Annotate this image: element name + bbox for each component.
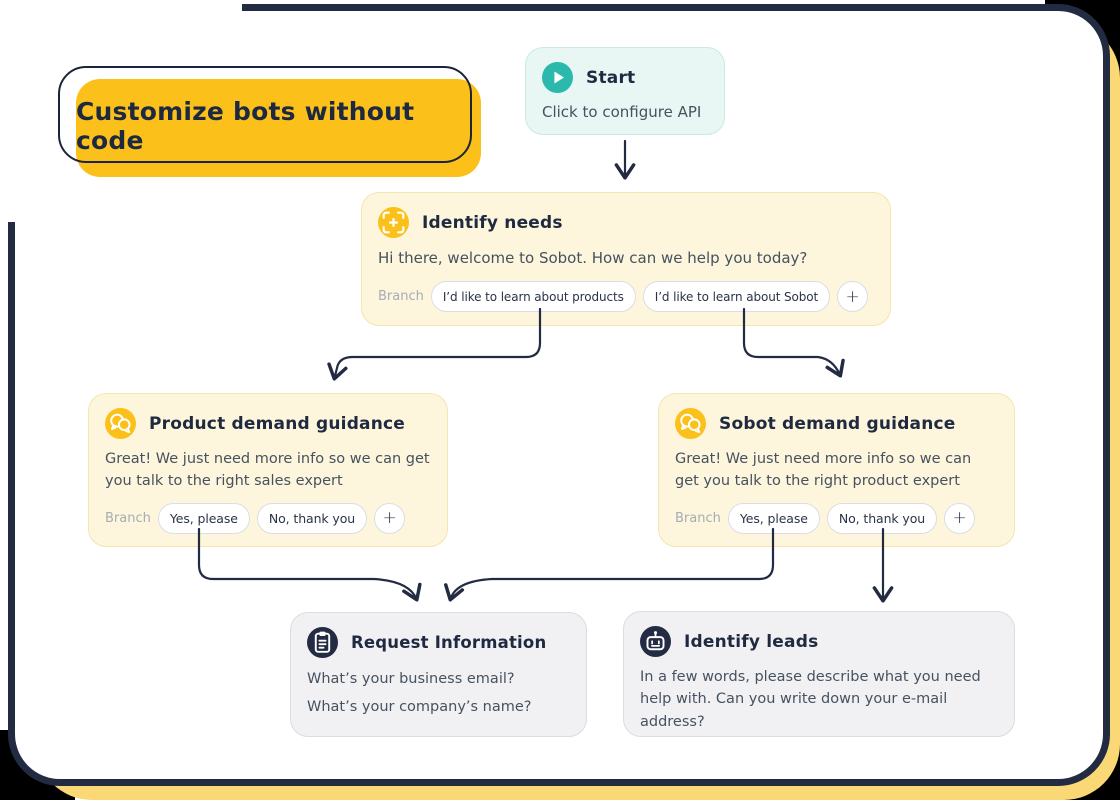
clipboard-icon <box>307 627 338 658</box>
node-sobot-guidance-title: Sobot demand guidance <box>719 413 956 434</box>
scan-focus-icon <box>378 207 409 238</box>
play-icon <box>542 62 573 93</box>
banner-title: Customize bots without code <box>76 97 415 155</box>
node-product-guidance[interactable]: Product demand guidance Great! We just n… <box>88 393 448 547</box>
node-identify-needs-title: Identify needs <box>422 212 563 233</box>
branch-option-learn-sobot[interactable]: I’d like to learn about Sobot <box>642 281 831 313</box>
branch-option-no-thank-you[interactable]: No, thank you <box>826 502 938 534</box>
branch-option-learn-products[interactable]: I’d like to learn about products <box>430 281 636 313</box>
chat-bubbles-icon <box>675 408 706 439</box>
chat-bubbles-icon <box>105 408 136 439</box>
node-start-title: Start <box>586 67 636 88</box>
node-identify-leads[interactable]: Identify leads In a few words, please de… <box>623 611 1015 737</box>
node-identify-needs[interactable]: Identify needs Hi there, welcome to Sobo… <box>361 192 891 326</box>
robot-icon <box>640 626 671 657</box>
node-product-guidance-message: Great! We just need more info so we can … <box>105 451 430 490</box>
node-identify-needs-message: Hi there, welcome to Sobot. How can we h… <box>378 249 808 267</box>
node-identify-leads-message: In a few words, please describe what you… <box>640 669 981 730</box>
banner-fill <box>76 79 481 177</box>
request-question-company: What’s your company’s name? <box>307 698 532 715</box>
node-sobot-guidance[interactable]: Sobot demand guidance Great! We just nee… <box>658 393 1015 547</box>
branch-label: Branch <box>105 510 151 526</box>
branch-option-no-thank-you[interactable]: No, thank you <box>256 502 368 534</box>
node-product-guidance-title: Product demand guidance <box>149 413 406 434</box>
node-start-subtitle: Click to configure API <box>542 103 702 121</box>
node-identify-leads-title: Identify leads <box>684 631 819 652</box>
branch-option-yes-please[interactable]: Yes, please <box>727 502 820 534</box>
node-request-information-title: Request Information <box>351 633 547 652</box>
node-request-information[interactable]: Request Information What’s your business… <box>290 612 587 737</box>
add-branch-button[interactable]: + <box>944 502 976 534</box>
branch-option-yes-please[interactable]: Yes, please <box>157 502 250 534</box>
add-branch-button[interactable]: + <box>374 502 406 534</box>
branch-label: Branch <box>378 289 424 305</box>
add-branch-button[interactable]: + <box>837 281 869 313</box>
node-sobot-guidance-message: Great! We just need more info so we can … <box>675 451 972 490</box>
branch-label: Branch <box>675 510 721 526</box>
node-start[interactable]: Start Click to configure API <box>525 47 725 135</box>
request-question-email: What’s your business email? <box>307 671 515 687</box>
